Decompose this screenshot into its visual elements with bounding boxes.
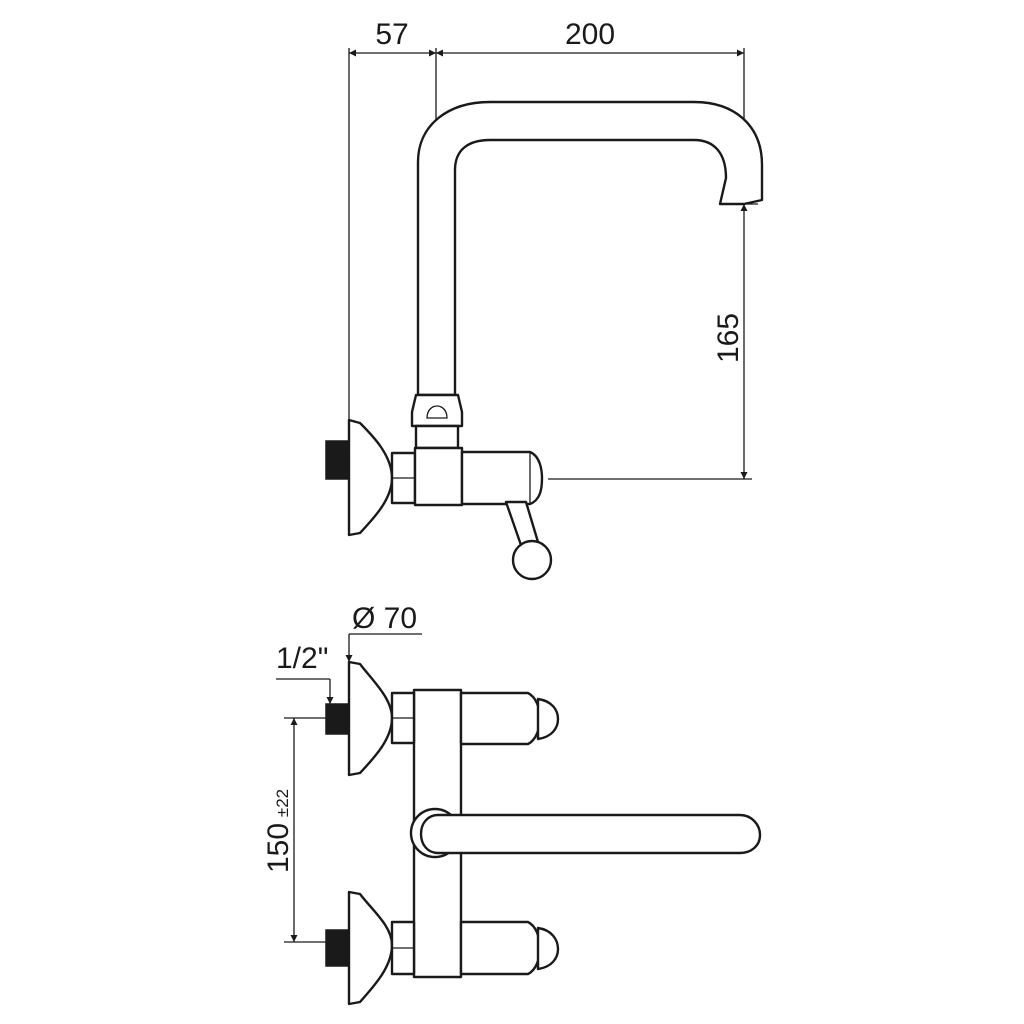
swivel-nut bbox=[410, 393, 464, 428]
dimension-label-diameter: Ø 70 bbox=[352, 602, 417, 635]
swivel-nut-notch bbox=[426, 405, 448, 419]
dimension-label-57: 57 bbox=[375, 18, 408, 51]
bottom-handle-cap bbox=[536, 926, 560, 971]
top-handle-cap bbox=[536, 697, 560, 741]
wall-flange bbox=[347, 418, 394, 537]
top-wall-flange bbox=[347, 660, 394, 777]
spout-collar bbox=[414, 424, 460, 450]
handle-cylinder bbox=[460, 450, 544, 506]
front-view: Ø 70 1/2" 150 ±22 bbox=[262, 602, 762, 1006]
side-view: 57 200 165 bbox=[325, 18, 764, 581]
dimension-label-150: 150 bbox=[262, 823, 295, 873]
bottom-handle bbox=[459, 920, 542, 976]
spout-top-view bbox=[419, 813, 762, 855]
handle-knob bbox=[511, 539, 553, 581]
top-handle bbox=[459, 691, 542, 746]
dimension-label-thread: 1/2" bbox=[276, 642, 328, 675]
threaded-inlet bbox=[325, 440, 350, 480]
top-threaded-inlet bbox=[325, 703, 350, 735]
dimension-label-tolerance: ±22 bbox=[273, 789, 292, 817]
spout-tube bbox=[416, 100, 764, 397]
dimension-label-200: 200 bbox=[565, 18, 615, 51]
dimension-label-165: 165 bbox=[712, 313, 745, 363]
bottom-threaded-inlet bbox=[325, 929, 350, 967]
bottom-wall-flange bbox=[347, 890, 394, 1006]
valve-body bbox=[413, 446, 464, 507]
